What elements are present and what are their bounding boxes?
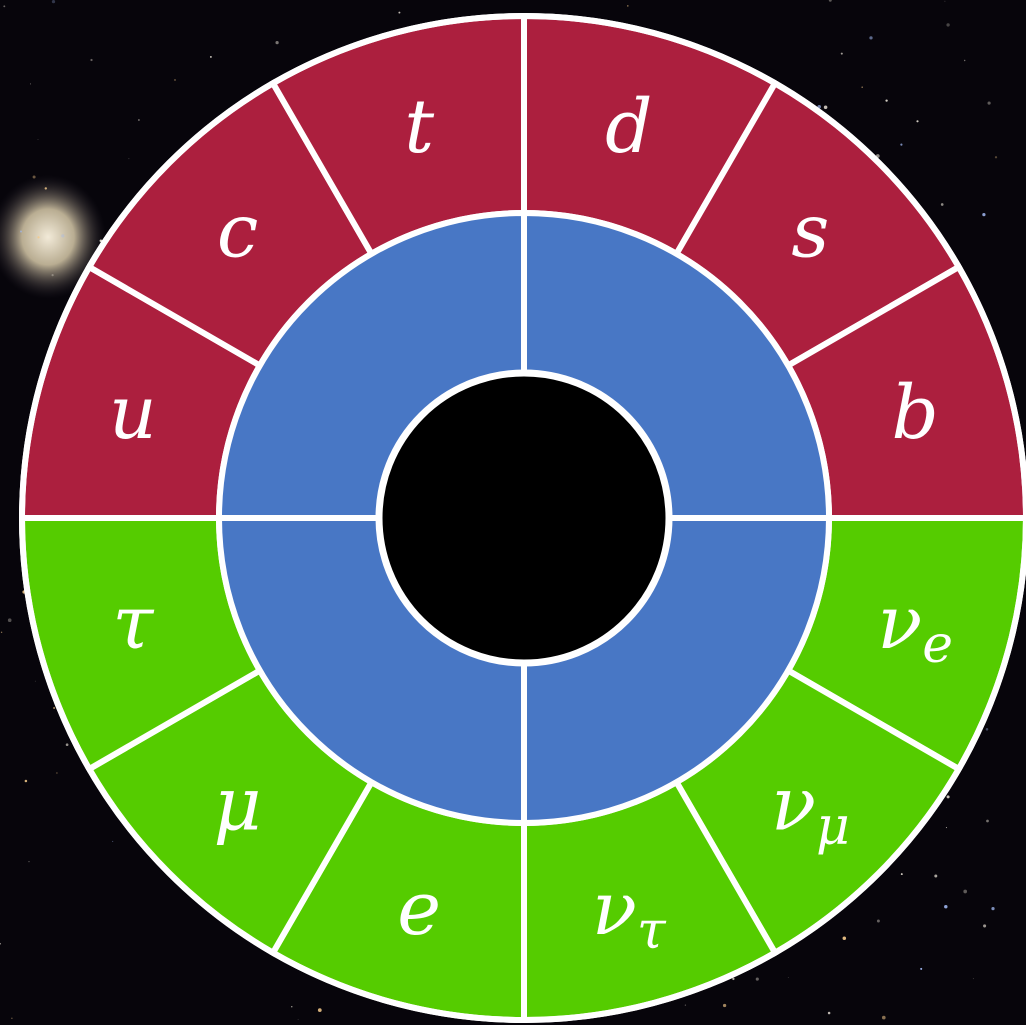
star-decor <box>174 79 175 80</box>
star-decor <box>723 1004 726 1007</box>
star-decor <box>52 0 55 3</box>
star-decor <box>210 56 212 58</box>
star-decor <box>3 5 5 7</box>
star-decor <box>861 86 863 88</box>
star-decor <box>788 977 789 978</box>
quark-label-t: t <box>404 84 434 170</box>
quark-label-s: s <box>791 189 829 275</box>
star-decor <box>843 937 847 941</box>
star-decor <box>112 841 113 842</box>
star-decor <box>882 1016 886 1020</box>
lepton-label-tau: τ <box>112 580 154 666</box>
star-decor <box>138 119 140 121</box>
star-decor <box>29 861 30 862</box>
star-decor <box>90 59 92 61</box>
star-decor <box>275 41 278 44</box>
star-decor <box>916 120 918 122</box>
star-decor <box>941 203 944 206</box>
star-decor <box>986 728 989 731</box>
star-decor <box>982 213 985 216</box>
star-decor <box>291 1006 292 1007</box>
star-decor <box>877 920 880 923</box>
star-decor <box>8 618 12 622</box>
star-decor <box>45 187 47 189</box>
star-decor <box>129 158 130 159</box>
core-circle <box>379 373 669 663</box>
star-decor <box>35 681 36 682</box>
star-decor <box>946 827 947 828</box>
star-decor <box>20 230 22 232</box>
star-decor <box>963 890 967 894</box>
star-decor <box>964 60 965 61</box>
star-decor <box>318 1008 322 1012</box>
star-decor <box>828 1012 831 1015</box>
quark-label-u: u <box>109 370 157 456</box>
star-decor <box>66 743 69 746</box>
star-decor <box>30 83 31 84</box>
star-decor <box>995 156 997 158</box>
star-decor <box>1 632 2 633</box>
star-decor <box>944 1 945 2</box>
star-decor <box>885 99 887 101</box>
star-decor <box>991 907 994 910</box>
star-decor <box>824 106 828 110</box>
star-decor <box>934 875 937 878</box>
star-decor <box>946 23 949 26</box>
star-decor <box>37 236 39 238</box>
star-decor <box>900 144 902 146</box>
star-decor <box>53 707 55 709</box>
star-decor <box>986 820 989 823</box>
star-decor <box>298 1019 299 1020</box>
star-decor <box>988 102 991 105</box>
quark-label-d: d <box>605 84 652 170</box>
star-decor <box>56 772 58 774</box>
quark-label-b: b <box>892 370 939 456</box>
lepton-label-e: e <box>397 866 441 952</box>
star-decor <box>685 1004 686 1005</box>
star-decor <box>11 1018 12 1019</box>
star-decor <box>756 978 759 981</box>
star-decor <box>869 36 872 39</box>
star-decor <box>944 905 947 908</box>
star-decor <box>25 780 28 783</box>
star-decor <box>973 978 974 979</box>
star-decor <box>841 53 843 55</box>
star-decor <box>627 5 629 7</box>
star-decor <box>398 12 400 14</box>
star-decor <box>732 978 734 980</box>
star-decor <box>920 968 922 970</box>
lepton-label-mu: μ <box>214 761 262 847</box>
star-decor <box>983 924 986 927</box>
star-decor <box>901 873 903 875</box>
star-decor <box>61 234 64 237</box>
star-decor <box>947 795 950 798</box>
star-decor <box>52 274 54 276</box>
quark-label-c: c <box>217 189 258 275</box>
star-decor <box>33 175 36 178</box>
star-decor <box>38 139 39 140</box>
